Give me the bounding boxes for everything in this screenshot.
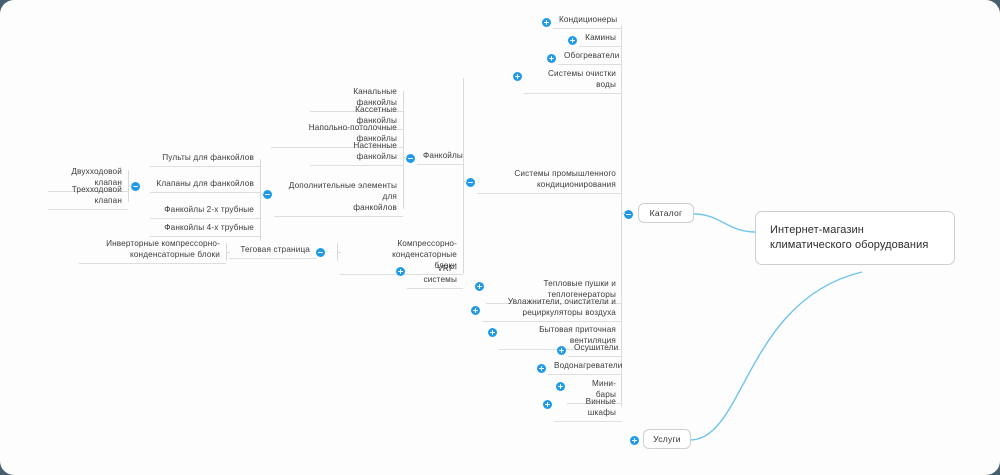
plus-circle-icon-1[interactable] [568,35,577,45]
plus-circle-icon-services[interactable] [630,435,639,445]
node-vrf-sistemy[interactable]: VRF-системы [407,263,463,289]
plus-circle-icon-11[interactable] [543,399,552,409]
plus-circle-icon-0[interactable] [542,17,551,27]
minus-circle-icon-valves[interactable] [131,181,140,191]
node-fankoyly[interactable]: Фанкойлы [417,150,463,165]
spine-catalog-stub [621,213,625,214]
minus-circle-icon-accessories[interactable] [263,189,272,199]
spine-accessories [260,159,261,241]
minus-circle-icon-industrial[interactable] [466,177,475,187]
node-tegovaya-stranitsa[interactable]: Теговая страница [229,244,316,259]
plus-circle-icon-vrf[interactable] [396,266,405,276]
node-invertornye-kkb[interactable]: Инверторные компрессорно- конденсаторные… [79,238,226,264]
node-konditsionery[interactable]: Кондиционеры [553,14,622,29]
spine-fancoil-stub [403,157,407,158]
plus-circle-icon-5[interactable] [475,281,484,291]
node-dopolnitelnye-elementy[interactable]: Дополнительные элементы для фанкойлов [274,180,403,217]
node-nastennye-fankoyly[interactable]: Настенные фанкойлы [310,140,403,166]
node-pulty-dlya-fankoylov[interactable]: Пульты для фанкойлов [150,152,260,167]
link-root-catalog [693,213,756,233]
node-fankoyly-2h-trubnye[interactable]: Фанкойлы 2-х трубные [150,204,260,219]
plus-circle-icon-7[interactable] [488,327,497,337]
node-kaminy[interactable]: Камины [579,32,622,47]
spine-ccb-stub [337,252,341,253]
branch-node-services[interactable]: Услуги [643,429,691,449]
plus-circle-icon-6[interactable] [471,305,480,315]
minus-circle-icon-fancoil[interactable] [406,153,415,163]
spine-tag-stub [226,252,230,253]
plus-circle-icon-9[interactable] [537,363,546,373]
node-kanalnye-fankoyly[interactable]: Канальные фанкойлы [310,86,403,112]
node-trehhodovoy-klapan[interactable]: Трехходовой клапан [48,184,128,210]
node-mini-bary[interactable]: Мини-бары [567,378,622,404]
node-vinnye-shkafy[interactable]: Винные шкафы [554,396,622,422]
node-dvuhhodovoy-klapan[interactable]: Двухходовой клапан [48,166,128,192]
link-root-services [689,271,863,441]
node-sistemy-promyshlennogo-konditsionirovaniya[interactable]: Системы промышленного кондиционирования [477,168,622,194]
branch-node-catalog-label: Каталог [649,208,683,218]
branch-node-services-label: Услуги [653,434,681,444]
node-obogrevateli[interactable]: Обогреватели [558,50,622,65]
spine-fancoil [403,91,404,209]
spine-valves [128,170,129,202]
node-uvlazhniteli[interactable]: Увлажнители, очистители и рециркуляторы … [482,296,622,322]
node-vodonagrevateli[interactable]: Водонагреватели [548,360,622,375]
node-napolno-potolochnye-fankoyly[interactable]: Напольно-потолочные фанкойлы [271,122,403,148]
minus-circle-icon-catalog[interactable] [624,209,633,219]
spine-industrial [463,78,464,274]
branch-node-catalog[interactable]: Каталог [638,203,694,223]
spine-industrial-stub [463,181,467,182]
node-fankoyly-4h-trubnye[interactable]: Фанкойлы 4-х трубные [150,222,260,237]
plus-circle-icon-8[interactable] [557,345,566,355]
spine-valves-stub [128,185,132,186]
node-kassetnye-fankoyly[interactable]: Кассетные фанкойлы [310,104,403,130]
plus-circle-icon-2[interactable] [547,53,556,63]
root-node[interactable]: Интернет-магазин климатического оборудов… [755,211,955,265]
node-osushiteli[interactable]: Осушители [568,342,622,357]
plus-circle-icon-3[interactable] [513,71,522,81]
spine-accessories-stub [260,193,264,194]
plus-circle-icon-10[interactable] [556,381,565,391]
spine-catalog [621,25,622,407]
node-klapany-dlya-fankoylov[interactable]: Клапаны для фанкойлов [150,178,260,193]
root-node-label: Интернет-магазин климатического оборудов… [770,224,929,251]
node-sistemy-ochistki-vody[interactable]: Системы очистки воды [524,68,622,94]
node-teplovye-pushki[interactable]: Тепловые пушки и теплогенераторы [486,278,622,304]
minus-circle-icon-tag-page[interactable] [316,247,325,257]
